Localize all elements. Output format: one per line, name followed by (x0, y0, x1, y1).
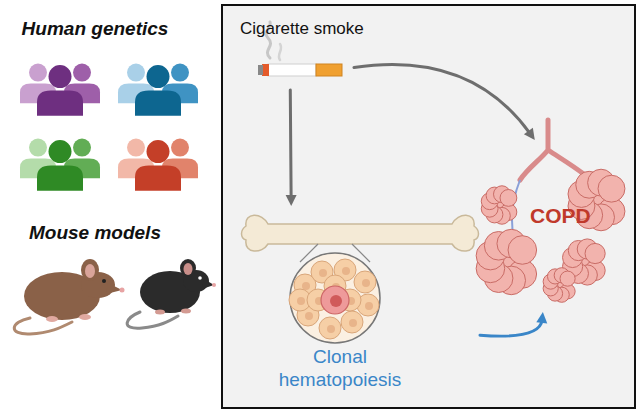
disease-node: COPD (470, 140, 632, 312)
cell-nucleus (302, 282, 310, 290)
person-body (37, 165, 83, 190)
person-head (29, 139, 47, 157)
cell-nucleus (319, 269, 327, 277)
process-node: Clonal hematopoiesis (244, 206, 480, 396)
alveolus (598, 175, 625, 202)
connector (354, 64, 530, 133)
arrow-head (536, 312, 547, 324)
person-head (127, 139, 145, 157)
cell-nucleus (297, 297, 305, 305)
person-head (29, 64, 47, 82)
person-head (127, 64, 145, 82)
cell-nucleus (365, 302, 373, 310)
cell-nucleus (362, 279, 370, 287)
node-label: COPD (530, 203, 600, 228)
node-label: Cigarette smoke (240, 19, 390, 39)
bone (242, 215, 479, 251)
person-body (135, 165, 181, 190)
connector (290, 90, 292, 198)
person-head (147, 140, 170, 163)
cell-nucleus (327, 325, 335, 333)
cell (341, 311, 363, 333)
arrow-head (524, 128, 535, 140)
connector-line (354, 64, 530, 133)
alveolus (585, 243, 605, 263)
panel-frame (222, 5, 635, 408)
person-head (73, 139, 91, 157)
connector-line (289, 90, 293, 198)
person-head (49, 140, 72, 163)
black-mouse (127, 259, 216, 328)
person-head (49, 65, 72, 88)
connector-line (480, 320, 542, 336)
cell (319, 317, 341, 339)
person-head (171, 64, 189, 82)
person-head (171, 139, 189, 157)
cell (354, 271, 376, 293)
section-label: Human genetics (22, 18, 169, 40)
clone-cell (321, 286, 349, 314)
cell-nucleus (342, 267, 350, 275)
arrow-head (286, 195, 297, 206)
people-icons (20, 64, 198, 191)
section-label: Mouse models (29, 222, 161, 244)
alveolus (560, 271, 575, 286)
person-body (135, 90, 181, 115)
brown-mouse (14, 259, 124, 334)
alveolus (508, 236, 537, 265)
clone-nucleus (330, 295, 342, 307)
cell-nucleus (305, 312, 313, 320)
person-body (37, 90, 83, 115)
alveolus (500, 190, 517, 207)
lungs (476, 120, 625, 302)
connector (480, 320, 542, 336)
person-head (73, 64, 91, 82)
exposure-node: Cigarette smoke (236, 15, 354, 90)
cell-nucleus (349, 319, 357, 327)
marrow-cells (289, 253, 380, 343)
person-head (147, 65, 170, 88)
node-label: Clonal hematopoiesis (260, 346, 420, 392)
